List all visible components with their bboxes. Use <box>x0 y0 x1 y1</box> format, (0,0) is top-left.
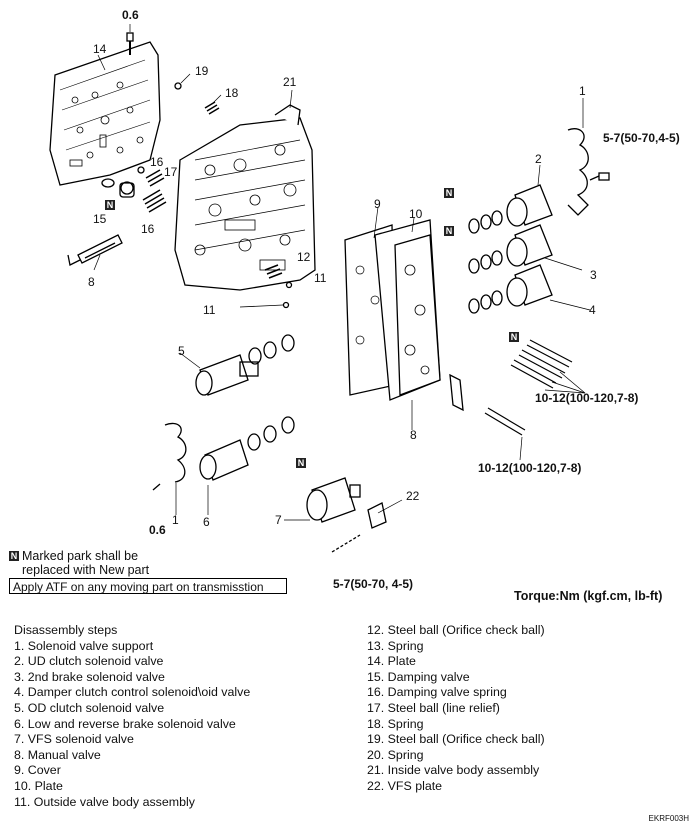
callout-5: 5 <box>178 344 185 358</box>
step-item: 11. Outside valve body assembly <box>14 794 195 809</box>
callout-16-upper: 16 <box>150 155 164 169</box>
steps-left-column: Disassembly steps 1. Solenoid valve supp… <box>14 623 250 810</box>
callout-21: 21 <box>283 75 297 89</box>
step-item: 13. Spring <box>367 638 424 653</box>
step-item: 12. Steel ball (Orifice check ball) <box>367 623 545 637</box>
step-item: 14. Plate <box>367 654 416 669</box>
ball-11-upper <box>285 281 293 289</box>
step-item: 6. Low and reverse brake solenoid valve <box>14 716 236 731</box>
support-1-upper <box>567 128 589 216</box>
step-item: 18. Spring <box>367 716 424 731</box>
step-item: 1. Solenoid valve support <box>14 638 154 653</box>
solenoid-2 <box>468 184 553 234</box>
bolt-lower <box>484 407 526 436</box>
step-item: 15. Damping valve <box>367 669 470 684</box>
callout-15: 15 <box>93 212 107 226</box>
callout-11-right: 11 <box>314 271 327 285</box>
step-item: 5. OD clutch solenoid valve <box>14 700 165 715</box>
callout-19: 19 <box>195 64 209 78</box>
step-item: 7. VFS solenoid valve <box>14 732 134 747</box>
callout-7: 7 <box>275 513 282 527</box>
callout-3: 3 <box>590 268 597 282</box>
vfs-plate-22 <box>367 502 387 529</box>
torque-label-top: 0.6 <box>122 8 139 22</box>
steps-right-column: 12. Steel ball (Orifice check ball) 13. … <box>367 623 545 795</box>
callout-8-left: 8 <box>88 275 95 289</box>
torque-unit-note: Torque:Nm (kgf.cm, lb-ft) <box>514 589 663 603</box>
vfs-bolt-line <box>331 534 361 553</box>
callout-6: 6 <box>203 515 210 529</box>
torque-label-bolt-lower: 10-12(100-120,7-8) <box>478 461 582 475</box>
solenoid-6 <box>199 416 295 481</box>
new-part-mark: N <box>444 188 454 198</box>
step-item: 10. Plate <box>14 778 63 793</box>
callout-11-left: 11 <box>203 303 216 317</box>
callout-1-upper: 1 <box>579 84 586 98</box>
support-1-lower <box>164 422 187 483</box>
new-part-mark: N <box>105 200 115 210</box>
torque-label-vfs: 5-7(50-70, 4-5) <box>333 577 414 591</box>
steel-ball-17 <box>145 169 165 187</box>
callout-2: 2 <box>535 152 542 166</box>
torque-label-bolts-right: 10-12(100-120,7-8) <box>535 391 639 405</box>
figure-code: EKRF003H <box>648 814 689 823</box>
callout-22: 22 <box>406 489 420 503</box>
callout-17: 17 <box>164 165 178 179</box>
callout-9: 9 <box>374 197 381 211</box>
step-item: 22. VFS plate <box>367 778 443 793</box>
bolt-support-1 <box>589 172 610 181</box>
atf-note: Apply ATF on any moving part on transmis… <box>9 578 287 594</box>
legend-marked-line1: Marked park shall be <box>22 549 139 563</box>
bolts-right <box>510 339 573 389</box>
bolt-lower-left <box>152 483 161 491</box>
manual-valve-8-right <box>449 373 464 412</box>
plate-14 <box>49 41 161 186</box>
step-item: 21. Inside valve body assembly <box>367 763 540 778</box>
callout-8-right: 8 <box>410 428 417 442</box>
vfs-solenoid-7 <box>306 477 361 523</box>
ball-16 <box>137 166 145 174</box>
ball-11-lower <box>282 301 290 309</box>
callout-1-lower: 1 <box>172 513 179 527</box>
spring-12 <box>264 264 283 279</box>
callout-10: 10 <box>409 207 423 221</box>
legend-marked-line2: replaced with New part <box>22 563 150 577</box>
torque-label-bottom: 0.6 <box>149 523 166 537</box>
step-item: 4. Damper clutch control solenoid\oid va… <box>14 685 251 700</box>
step-item: 9. Cover <box>14 763 61 778</box>
valve-body-21 <box>174 104 316 291</box>
step-item: 8. Manual valve <box>14 747 101 762</box>
step-item: 2. UD clutch solenoid valve <box>14 654 164 669</box>
callout-4: 4 <box>589 303 596 317</box>
steps-title: Disassembly steps <box>14 623 118 637</box>
step-item: 16. Damping valve spring <box>367 685 507 700</box>
damping-valve-15 <box>119 181 135 198</box>
new-part-mark: N <box>444 226 454 236</box>
manual-valve-8 <box>67 234 123 266</box>
step-item: 3. 2nd brake solenoid valve <box>14 669 165 684</box>
ball-19 <box>174 82 182 90</box>
callout-12: 12 <box>297 250 311 264</box>
solenoid-4 <box>468 264 553 314</box>
torque-label-support: 5-7(50-70,4-5) <box>603 131 680 145</box>
solenoid-5 <box>195 334 295 396</box>
bolt-top <box>126 32 134 55</box>
callout-16-lower: 16 <box>141 222 155 236</box>
new-part-mark: N <box>509 332 519 342</box>
new-part-mark: N <box>296 458 306 468</box>
step-item: 17. Steel ball (line relief) <box>367 700 500 715</box>
spring-16 <box>142 189 167 213</box>
solenoid-3 <box>468 224 553 274</box>
plate-10 <box>374 219 441 401</box>
callout-18: 18 <box>225 86 239 100</box>
step-item: 20. Spring <box>367 747 424 762</box>
callout-14: 14 <box>93 42 107 56</box>
step-item: 19. Steel ball (Orifice check ball) <box>367 732 545 747</box>
oring-near-15 <box>101 178 115 188</box>
legend-new-part-mark: N <box>9 551 19 561</box>
